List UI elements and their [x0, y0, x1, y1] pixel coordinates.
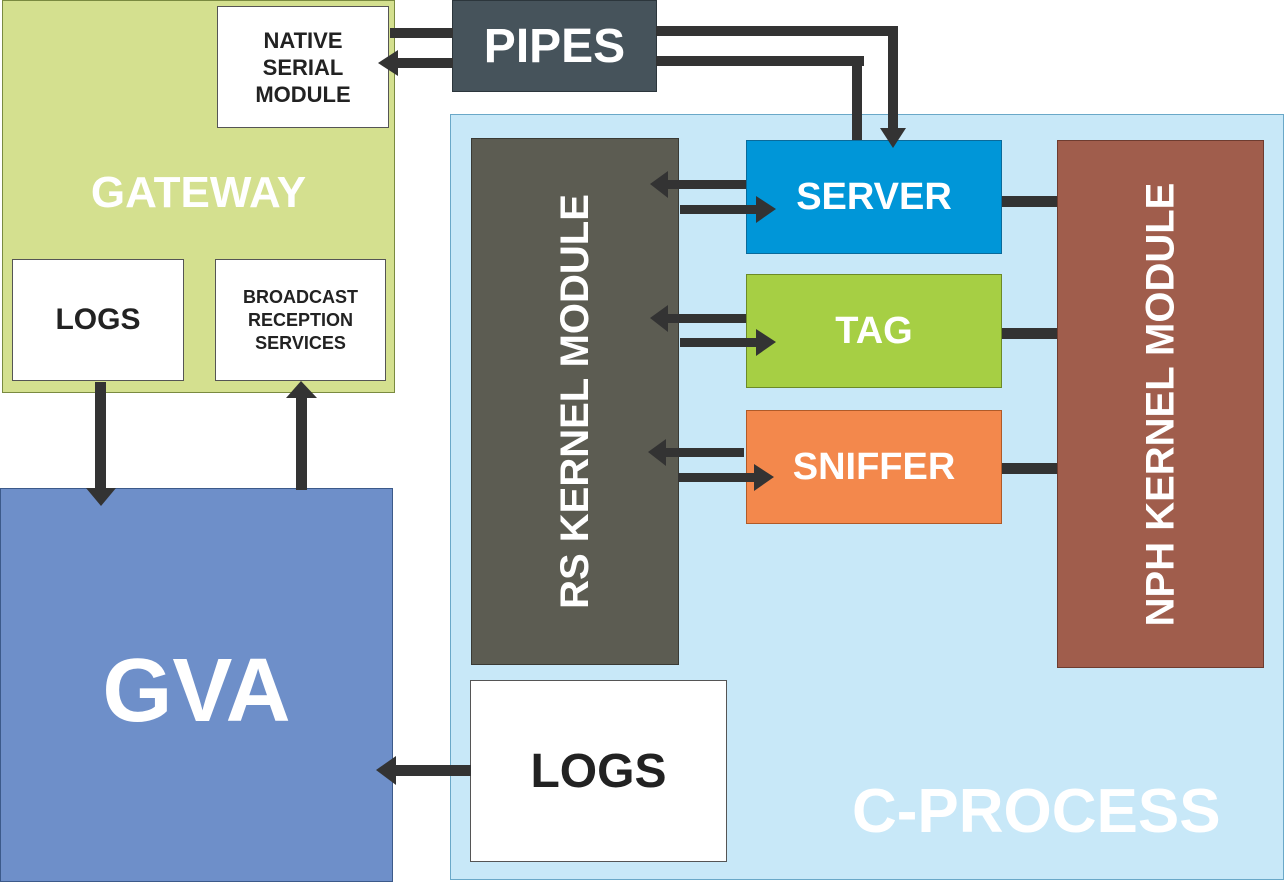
- broadcast-reception-services-box: BROADCAST RECEPTION SERVICES: [215, 259, 386, 381]
- pipes-box: PIPES: [452, 0, 657, 92]
- native-serial-module-line-2: SERIAL: [262, 54, 344, 80]
- server-label: SERVER: [796, 175, 952, 218]
- gateway-label: GATEWAY: [90, 168, 307, 217]
- brs-line-1: BROADCAST: [243, 286, 358, 307]
- gateway-logs-to-gva-line: [95, 382, 106, 488]
- gva-to-brs-line: [296, 396, 307, 490]
- native-serial-module-line-1: NATIVE: [263, 27, 343, 53]
- native-serial-module-line-3: MODULE: [255, 81, 351, 107]
- nph-kernel-module-label: NPH KERNEL MODULE: [1138, 182, 1183, 626]
- rs-kernel-module-label: RS KERNEL MODULE: [552, 194, 597, 609]
- pipes-to-native-line: [396, 58, 453, 68]
- server-box: SERVER: [746, 140, 1002, 254]
- brs-line-3: SERVICES: [255, 332, 346, 353]
- gateway-logs-box: LOGS: [12, 259, 184, 381]
- c-process-logs-label: LOGS: [530, 744, 667, 798]
- gva-label: GVA: [102, 641, 291, 741]
- server-to-pipes-line-h2: [656, 56, 864, 66]
- native-serial-module-box: NATIVE SERIAL MODULE: [217, 6, 389, 128]
- native-to-pipes-line: [390, 28, 453, 38]
- tag-box: TAG: [746, 274, 1002, 388]
- brs-line-2: RECEPTION: [247, 309, 353, 330]
- tag-label: TAG: [835, 309, 913, 352]
- sniffer-label: SNIFFER: [792, 445, 956, 488]
- gateway-logs-label: LOGS: [55, 303, 141, 336]
- sniffer-box: SNIFFER: [746, 410, 1002, 524]
- rs-kernel-module-box: RS KERNEL MODULE: [471, 138, 679, 665]
- c-process-label: C-PROCESS: [852, 777, 1221, 846]
- c-process-logs-box: LOGS: [470, 680, 727, 862]
- nph-kernel-module-box: NPH KERNEL MODULE: [1057, 140, 1264, 668]
- pipes-to-server-line-h1: [656, 26, 898, 36]
- pipes-label: PIPES: [483, 19, 626, 73]
